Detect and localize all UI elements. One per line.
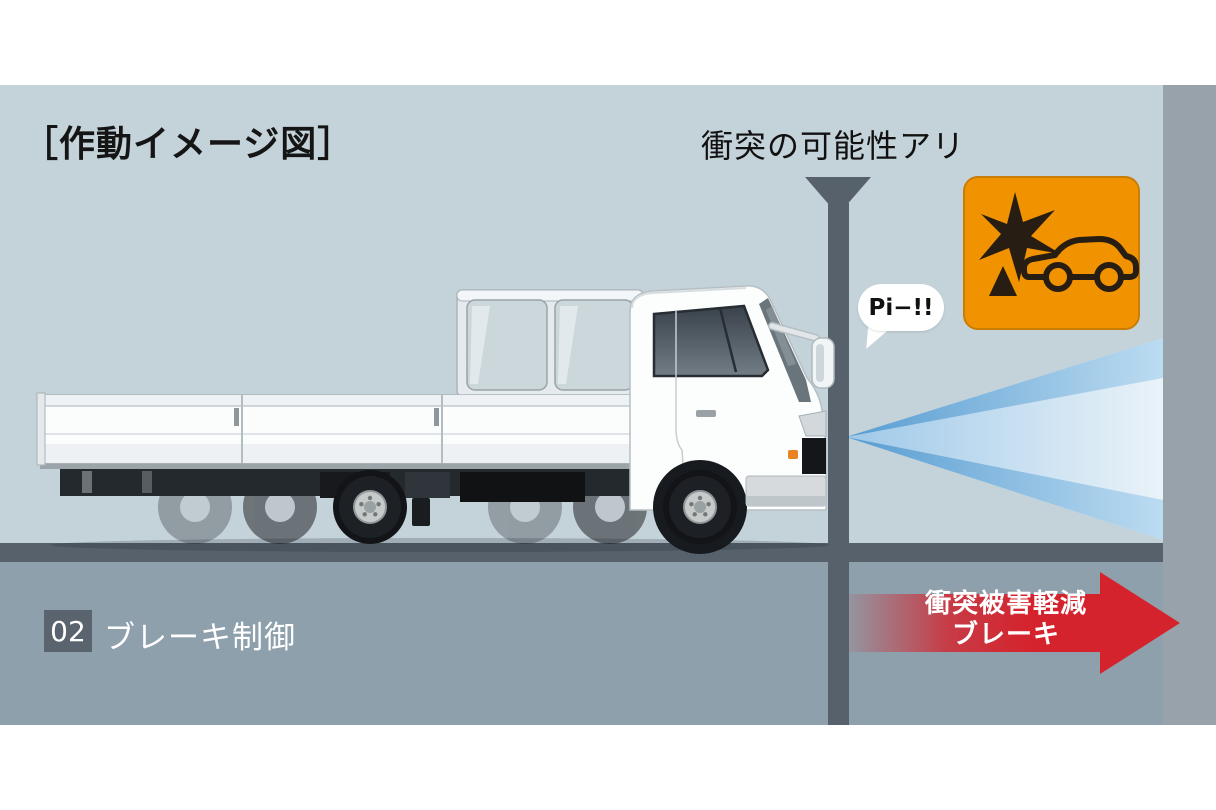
truck-illustration xyxy=(36,285,835,554)
rear-wheel xyxy=(333,470,407,544)
brake-arrow-label: 衝突被害軽減 ブレーキ xyxy=(880,589,1132,651)
truck-cab xyxy=(629,285,835,554)
brake-arrow-label-line1: 衝突被害軽減 xyxy=(924,589,1087,619)
step-number-badge: 02 xyxy=(44,610,92,652)
truck-bed xyxy=(36,392,642,466)
collision-warning-lamp-icon xyxy=(963,176,1140,330)
front-wheel xyxy=(663,470,737,544)
collision-warning-label: 衝突の可能性アリ xyxy=(700,127,966,165)
sensor-cone xyxy=(846,338,1163,540)
diagram-scene: Pi−!! ［作動イメージ図］ 衝突の可能性アリ 02 ブレーキ制御 衝突被害軽… xyxy=(0,85,1216,725)
alert-speech-bubble: Pi−!! xyxy=(858,284,944,331)
alert-bubble-text: Pi−!! xyxy=(868,294,934,321)
truck-shadow xyxy=(50,538,830,552)
door-handle xyxy=(696,410,716,417)
diagram-title: ［作動イメージ図］ xyxy=(22,124,355,165)
car-silhouette-icon xyxy=(1021,236,1139,292)
bed-floor-edge xyxy=(40,461,640,469)
headlight xyxy=(798,410,827,437)
down-triangle-marker-icon xyxy=(805,177,871,215)
brake-arrow xyxy=(848,572,1180,674)
collision-star-icon xyxy=(979,192,1061,296)
step-number: 02 xyxy=(50,614,86,648)
turn-signal xyxy=(788,450,798,459)
brake-arrow-label-line2: ブレーキ xyxy=(951,620,1060,650)
road-strip xyxy=(0,543,1163,562)
step-label: ブレーキ制御 xyxy=(104,620,296,656)
sensor-line-pole xyxy=(828,203,849,725)
cab-guard-frame xyxy=(456,289,644,397)
grille xyxy=(802,438,826,474)
